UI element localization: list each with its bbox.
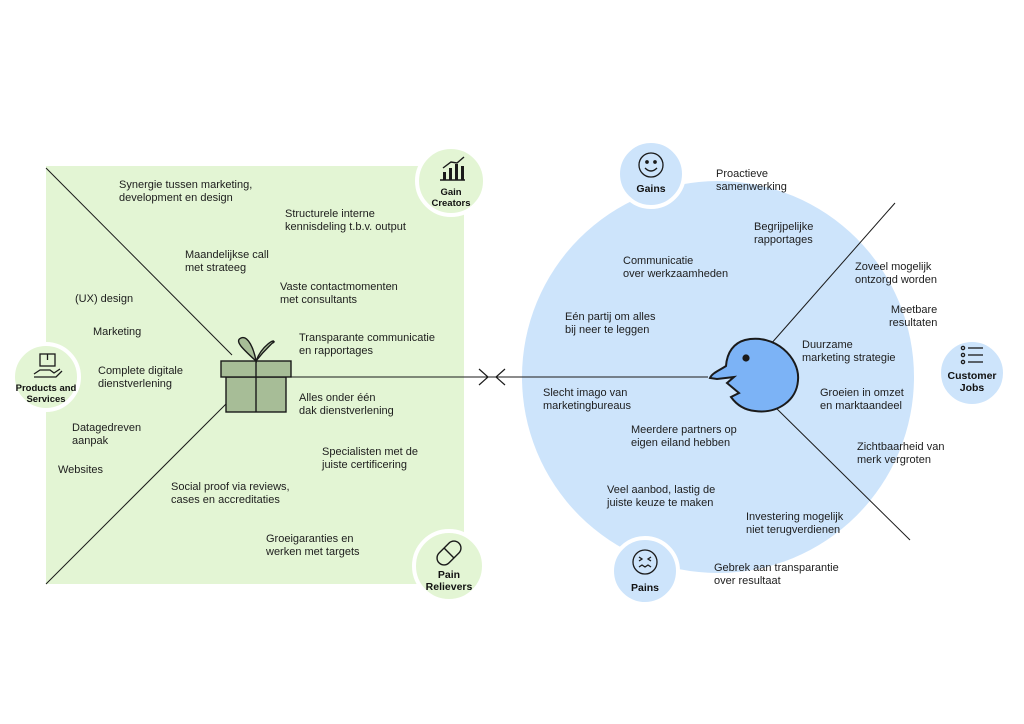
gain-creator-item: Maandelijkse call met strateeg — [185, 249, 269, 274]
customer-jobs-badge — [937, 338, 1007, 408]
customer-face-icon — [708, 337, 800, 413]
customer-job-item: Groeien in omzet en marktaandeel — [820, 387, 904, 412]
pains-badge — [610, 536, 680, 606]
bar-chart-icon — [440, 156, 465, 181]
customer-job-item: Zoveel mogelijk ontzorgd worden — [855, 261, 937, 286]
distressed-face-icon — [632, 549, 658, 575]
customer-job-item: Duurzame marketing strategie — [802, 339, 896, 364]
pain-reliever-item: Social proof via reviews, cases en accre… — [171, 481, 290, 506]
product-item: Marketing — [93, 326, 142, 338]
divider-top-left — [45, 167, 233, 356]
gift-icon — [220, 336, 292, 413]
pain-item: Investering mogelijk niet terugverdienen — [746, 511, 844, 536]
pain-item: Gebrek aan transparantie over resultaat — [714, 562, 839, 587]
product-item: Websites — [58, 464, 104, 476]
gain-creator-item: Vaste contactmomenten met consultants — [280, 281, 398, 306]
pain-item: Meerdere partners op eigen eiland hebben — [631, 424, 737, 449]
products-services-label: Products and Services — [15, 383, 77, 405]
smiley-icon — [638, 152, 664, 178]
product-item: (UX) design — [75, 293, 134, 305]
pill-icon — [436, 540, 462, 566]
pain-item: Slecht imago van marketingbureaus — [543, 387, 632, 412]
divider-top-right — [769, 202, 896, 346]
gain-creator-item: Structurele interne kennisdeling t.b.v. … — [285, 208, 406, 233]
pain-relievers-label: Pain Relievers — [425, 569, 473, 593]
gain-item: Eén partij om alles bij neer te leggen — [565, 311, 656, 336]
product-item: Datagedreven aanpak — [72, 422, 142, 447]
gain-item: Begrijpelijke rapportages — [754, 221, 814, 246]
customer-jobs-label: Customer Jobs — [947, 370, 997, 394]
gains-label: Gains — [636, 183, 666, 195]
product-item: Complete digitale dienstverlening — [98, 365, 183, 390]
pain-item: Veel aanbod, lastig de juiste keuze te m… — [607, 484, 716, 509]
gains-badge — [616, 139, 686, 209]
divider-bottom-right — [772, 404, 911, 541]
list-icon — [960, 345, 983, 365]
gain-creator-item: Synergie tussen marketing, development e… — [119, 179, 253, 204]
pains-label: Pains — [630, 582, 659, 594]
pain-relievers-badge — [412, 529, 486, 603]
arrow-left-icon — [495, 368, 506, 386]
customer-job-item: Meetbare resultaten — [889, 304, 938, 329]
gain-creators-label: Gain Creators — [431, 187, 471, 209]
gain-item: Communicatie over werkzaamheden — [623, 255, 729, 280]
gain-creator-item: Transparante communicatie en rapportages — [299, 332, 435, 357]
hand-box-icon — [33, 353, 63, 378]
arrow-right-icon — [478, 368, 489, 386]
gain-item: Proactieve samenwerking — [716, 168, 787, 193]
divider-bottom-left — [45, 399, 231, 585]
pain-reliever-item: Groeigaranties en werken met targets — [266, 533, 360, 558]
pain-reliever-item: Specialisten met de juiste certificering — [322, 446, 418, 471]
gain-creators-badge — [415, 145, 487, 217]
customer-job-item: Zichtbaarheid van merk vergroten — [857, 441, 945, 466]
pain-reliever-item: Alles onder één dak dienstverlening — [299, 392, 394, 417]
